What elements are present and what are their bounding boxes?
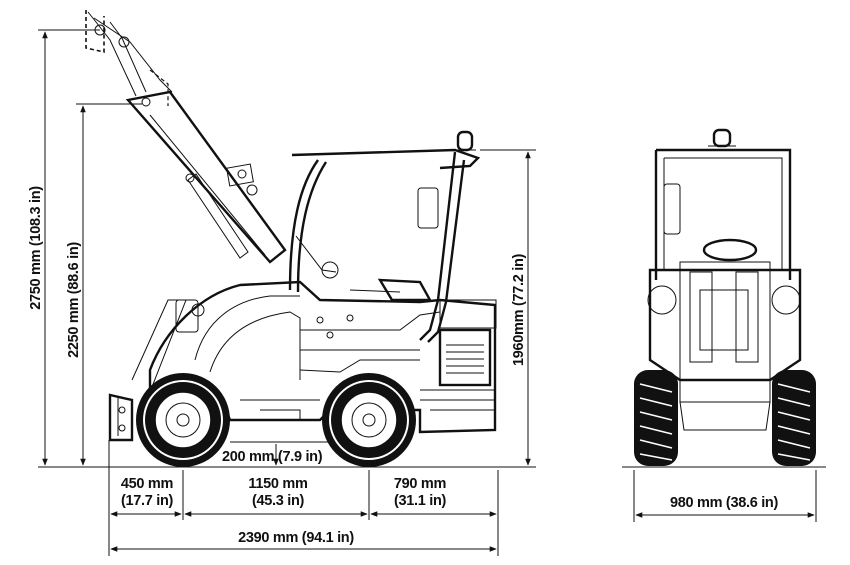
dimension-lines: [38, 29, 817, 556]
dim-height-cab: 1960mm (77.2 in): [511, 254, 527, 367]
dim-height-pivot: 2250 mm (88.6 in): [66, 242, 82, 358]
dim-ground-clearance: 200 mm (7.9 in): [222, 449, 323, 465]
dim-front-overhang-mm: 450 mm: [121, 476, 173, 492]
dim-width: 980 mm (38.6 in): [670, 495, 778, 511]
dim-front-overhang-in: (17.7 in): [121, 493, 174, 509]
dim-rear-overhang-mm: 790 mm: [394, 476, 446, 492]
rear-wheel: [322, 373, 416, 467]
dim-wheelbase-mm: 1150 mm: [248, 476, 307, 492]
dim-wheelbase-in: (45.3 in): [252, 493, 305, 509]
dim-total-length: 2390 mm (94.1 in): [238, 530, 354, 546]
chassis: [148, 235, 497, 434]
front-view-loader: [622, 128, 826, 468]
cab-frame: [288, 130, 481, 343]
boom-arm: [85, 10, 287, 264]
dim-rear-overhang-in: (31.1 in): [394, 493, 447, 509]
front-wheel: [136, 373, 230, 467]
side-view-loader: [85, 10, 500, 468]
dim-height-boom-raised: 2750 mm (108.3 in): [28, 186, 44, 310]
